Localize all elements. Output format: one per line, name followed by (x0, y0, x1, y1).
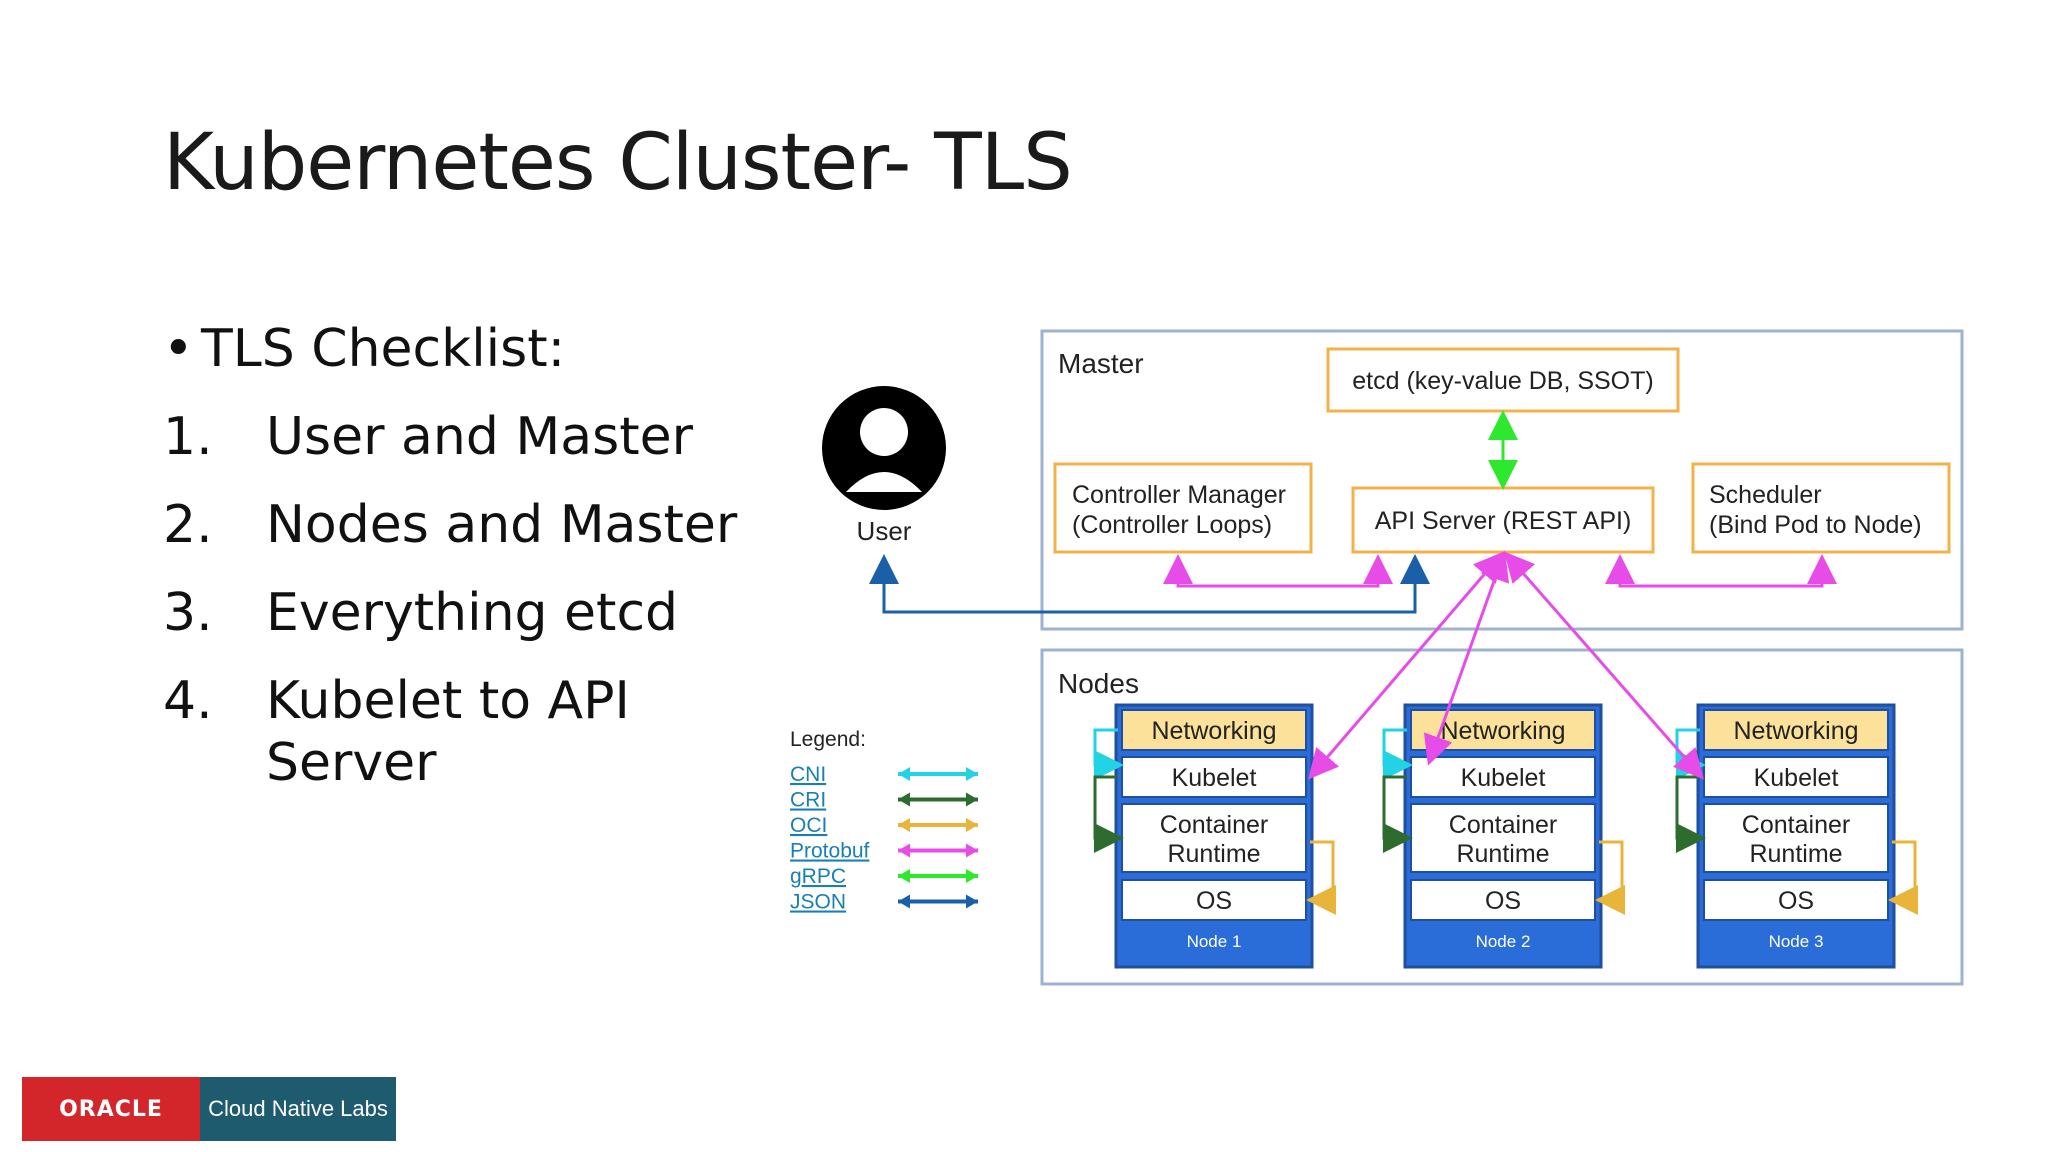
node-name: Node 3 (1769, 932, 1824, 951)
user-label: User (857, 516, 912, 546)
user-icon (822, 386, 946, 510)
runtime-label-line2: Runtime (1456, 840, 1549, 868)
checklist-item-text: User and Master (266, 407, 693, 467)
legend-arrowhead (966, 792, 978, 807)
controller-manager-line1: Controller Manager (1072, 481, 1286, 509)
legend-item-json-link[interactable]: JSON (790, 891, 846, 914)
legend-arrowhead (966, 767, 978, 781)
runtime-label-line1: Container (1160, 811, 1268, 839)
runtime-label-line2: Runtime (1167, 840, 1260, 868)
node-card: Networking Kubelet Container Runtime OS … (1093, 703, 1336, 969)
runtime-label-line1: Container (1742, 811, 1850, 839)
cri-arrow (1093, 775, 1124, 853)
nodes-panel (1040, 648, 1964, 986)
checklist-item-number: 2. (163, 495, 213, 555)
tls-checklist: • TLS Checklist: 1. User and Master 2. N… (163, 318, 786, 820)
os-label: OS (1778, 887, 1814, 915)
runtime-label-line1: Container (1449, 811, 1557, 839)
legend-item-grpc-link[interactable]: gRPC (790, 865, 846, 888)
networking-label: Networking (1733, 717, 1858, 745)
scheduler-line2: (Bind Pod to Node) (1709, 511, 1922, 539)
legend-item-protobuf-link[interactable]: Protobuf (790, 840, 870, 863)
legend-item-cri-link[interactable]: CRI (790, 789, 826, 812)
node-card: Networking Kubelet Container Runtime OS … (1675, 703, 1918, 969)
networking-label: Networking (1151, 717, 1276, 745)
cri-arrow (1675, 775, 1706, 853)
legend-arrowhead (966, 869, 978, 883)
nodes-label: Nodes (1058, 668, 1139, 699)
oci-arrow (1888, 840, 1918, 915)
oci-arrow (1306, 840, 1336, 915)
node-name: Node 1 (1187, 932, 1242, 951)
legend-item-oci-link[interactable]: OCI (790, 814, 827, 837)
legend-arrowhead (966, 894, 978, 909)
legend-arrowhead (966, 843, 978, 858)
legend-arrowhead (898, 767, 910, 781)
cloud-native-labs-text: Cloud Native Labs (200, 1077, 396, 1141)
api-kubelet2-arrow (1423, 550, 1510, 766)
slide-title: Kubernetes Cluster- TLS (163, 118, 1073, 208)
oracle-logo-text: ORACLE (22, 1077, 200, 1141)
checklist-item: 1. User and Master (163, 406, 786, 468)
kubelet-label: Kubelet (1461, 764, 1546, 792)
controller-manager-box (1053, 462, 1313, 554)
api-kubelet3-arrow (1504, 551, 1704, 780)
node-name: Node 2 (1476, 932, 1531, 951)
oracle-cloud-native-labs-logo: ORACLE Cloud Native Labs (22, 1077, 396, 1141)
cni-arrow (1093, 728, 1124, 780)
kubelet-label: Kubelet (1172, 764, 1257, 792)
cni-arrow (1382, 728, 1413, 780)
bullet-dot: • (163, 319, 194, 379)
etcd-label: etcd (key-value DB, SSOT) (1352, 367, 1653, 395)
api-kubelet1-arrow (1308, 551, 1504, 780)
checklist-item-number: 1. (163, 407, 213, 467)
legend-item-cni-link[interactable]: CNI (790, 763, 826, 786)
legend-arrowhead (898, 818, 910, 832)
master-label: Master (1058, 348, 1144, 379)
checklist-item-text: Nodes and Master (266, 495, 738, 555)
os-label: OS (1485, 887, 1521, 915)
master-panel (1040, 329, 1964, 631)
checklist-heading: TLS Checklist: (201, 319, 566, 379)
legend-arrowhead (898, 869, 910, 883)
scheduler-line1: Scheduler (1709, 481, 1822, 509)
controller-manager-line2: (Controller Loops) (1072, 511, 1272, 539)
checklist-item-number: 3. (163, 583, 213, 643)
user-api-arrow (869, 554, 1430, 614)
controller-api-arrow (1163, 554, 1393, 588)
legend-arrowhead (898, 894, 910, 909)
checklist-item: 2. Nodes and Master (163, 494, 786, 556)
scheduler-box (1691, 462, 1951, 554)
checklist-item: 4. Kubelet to API Server (163, 670, 786, 794)
node-card: Networking Kubelet Container Runtime OS … (1382, 703, 1625, 969)
checklist-item-text: Everything etcd (266, 583, 679, 643)
cni-arrow (1675, 728, 1706, 780)
api-server-label: API Server (REST API) (1375, 507, 1632, 535)
legend-arrowhead (898, 843, 910, 858)
networking-label: Networking (1440, 717, 1565, 745)
os-label: OS (1196, 887, 1232, 915)
scheduler-api-arrow (1605, 554, 1837, 588)
checklist-item-text: Kubelet to API Server (266, 671, 630, 793)
checklist-item: 3. Everything etcd (163, 582, 786, 644)
legend-arrowhead (966, 818, 978, 832)
cri-arrow (1382, 775, 1413, 853)
etcd-box (1326, 347, 1680, 413)
runtime-label-line2: Runtime (1749, 840, 1842, 868)
kubelet-label: Kubelet (1754, 764, 1839, 792)
api-server-box (1351, 486, 1655, 554)
legend-arrowhead (898, 792, 910, 807)
checklist-heading-row: • TLS Checklist: (163, 318, 786, 380)
oci-arrow (1595, 840, 1625, 915)
legend-title: Legend: (790, 728, 866, 751)
checklist-item-number: 4. (163, 671, 213, 731)
